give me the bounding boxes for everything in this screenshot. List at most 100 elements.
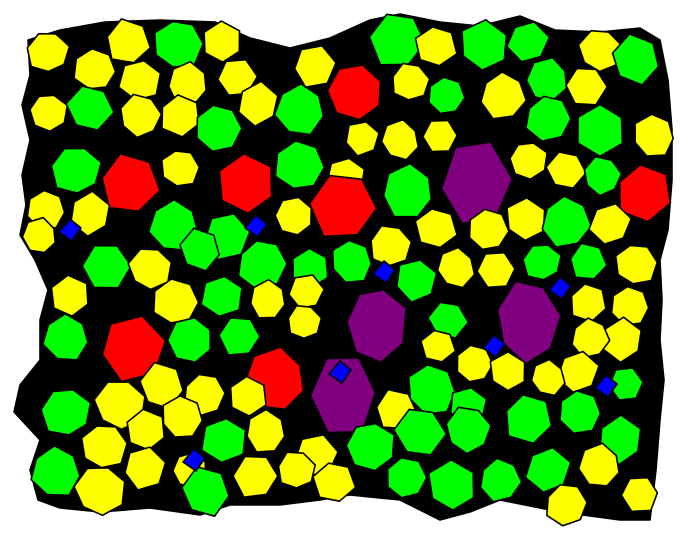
yellow-cell — [476, 251, 516, 289]
green-cell — [331, 239, 373, 284]
yellow-cell — [127, 248, 173, 291]
green-cell — [65, 85, 115, 131]
cells-layer — [21, 13, 675, 527]
yellow-cell — [161, 94, 200, 138]
purple-cell — [346, 289, 408, 364]
green-cell — [608, 367, 644, 401]
green-cell — [41, 312, 89, 361]
green-cell — [386, 456, 428, 499]
green-cell — [274, 140, 326, 190]
green-cell — [30, 444, 81, 497]
green-cell — [196, 104, 243, 153]
green-cell — [273, 83, 325, 136]
yellow-cell — [588, 202, 633, 245]
green-cell — [166, 316, 212, 364]
yellow-cell — [506, 197, 546, 242]
green-cell — [200, 275, 243, 318]
yellow-cell — [119, 93, 163, 139]
green-cell — [395, 259, 438, 304]
yellow-cell — [312, 462, 357, 503]
red-cell — [308, 174, 378, 238]
yellow-cell — [162, 395, 204, 438]
yellow-cell — [26, 32, 71, 73]
yellow-cell — [489, 350, 526, 392]
green-cell — [382, 162, 433, 218]
green-cell — [218, 316, 261, 356]
yellow-cell — [545, 151, 588, 189]
yellow-cell — [420, 329, 457, 363]
green-cell — [479, 457, 523, 503]
red-cell — [326, 64, 382, 121]
yellow-cell — [73, 47, 117, 90]
yellow-cell — [232, 455, 279, 499]
green-cell — [40, 388, 92, 436]
yellow-cell — [161, 150, 201, 187]
yellow-cell — [634, 113, 675, 157]
green-cell — [50, 147, 102, 194]
yellow-cell — [392, 62, 431, 101]
yellow-cell — [29, 94, 69, 133]
yellow-cell — [480, 71, 528, 120]
yellow-cell — [436, 246, 476, 289]
blue-cell — [58, 218, 82, 242]
purple-cell — [309, 357, 377, 434]
green-cell — [200, 417, 247, 464]
green-cell — [505, 21, 551, 63]
yellow-cell — [70, 190, 111, 238]
green-cell — [179, 227, 220, 272]
yellow-cell — [414, 25, 458, 67]
green-cell — [522, 244, 563, 281]
green-cell — [569, 242, 608, 280]
blue-cell — [372, 260, 396, 284]
yellow-cell — [237, 80, 279, 127]
green-cell — [181, 465, 230, 518]
blue-cell — [594, 374, 618, 398]
yellow-cell — [545, 483, 588, 527]
yellow-cell — [414, 208, 458, 249]
green-cell — [541, 195, 593, 248]
yellow-cell — [249, 278, 286, 319]
yellow-cell — [614, 244, 659, 285]
blue-cell — [482, 334, 506, 358]
yellow-cell — [530, 358, 566, 397]
yellow-cell — [229, 375, 267, 417]
green-cell — [392, 408, 448, 456]
red-cell — [618, 163, 672, 223]
green-cell — [428, 76, 466, 115]
green-cell — [461, 18, 508, 71]
green-cell — [345, 422, 395, 472]
blue-cell — [328, 360, 352, 384]
yellow-cell — [287, 304, 323, 340]
yellow-cell — [421, 119, 459, 153]
yellow-cell — [124, 446, 167, 491]
green-cell — [611, 33, 660, 86]
green-cell — [445, 406, 492, 455]
green-cell — [505, 393, 553, 445]
yellow-cell — [80, 425, 128, 469]
blue-cell — [548, 276, 572, 300]
green-cell — [583, 155, 623, 197]
yellow-cell — [50, 274, 89, 317]
yellow-cell — [293, 44, 337, 88]
yellow-cell — [345, 121, 380, 157]
yellow-cell — [246, 408, 286, 453]
yellow-cell — [577, 29, 623, 73]
yellow-cell — [571, 317, 611, 359]
green-cell — [153, 20, 204, 68]
yellow-cell — [73, 466, 126, 517]
yellow-cell — [203, 20, 241, 64]
red-cell — [101, 152, 161, 213]
green-cell — [407, 363, 456, 416]
purple-cell — [440, 141, 514, 225]
yellow-cell — [217, 58, 259, 96]
yellow-cell — [21, 216, 57, 254]
blue-cell — [182, 448, 206, 472]
yellow-cell — [468, 208, 510, 251]
yellow-cell — [509, 142, 548, 180]
green-cell — [427, 458, 475, 511]
blue-cell — [244, 214, 268, 238]
green-cell — [525, 95, 572, 142]
green-cell — [81, 244, 132, 289]
green-cell — [559, 389, 602, 435]
